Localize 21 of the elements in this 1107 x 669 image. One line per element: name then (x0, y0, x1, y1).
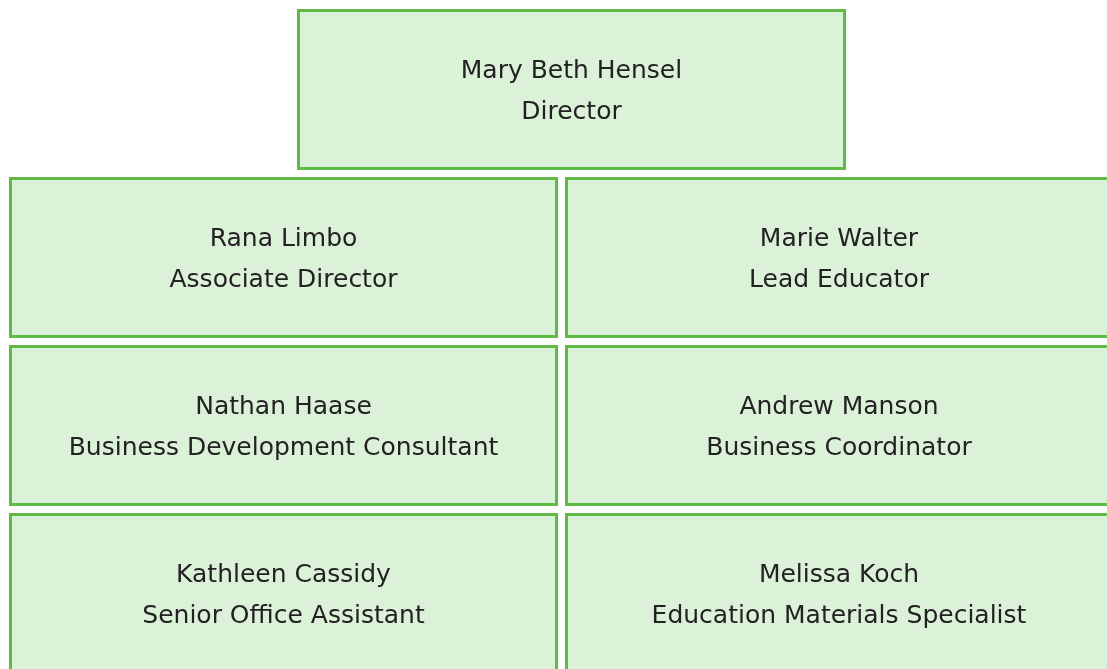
person-name: Mary Beth Hensel (460, 53, 683, 86)
org-chart-box (297, 9, 846, 170)
job-title: Business Development Consultant (68, 430, 499, 463)
person-name: Andrew Manson (739, 389, 939, 422)
person-name: Kathleen Cassidy (176, 557, 391, 590)
job-title: Senior Office Assistant (142, 598, 425, 631)
org-chart-box (9, 345, 558, 506)
org-chart-box (565, 345, 1107, 506)
person-name: Marie Walter (759, 221, 919, 254)
job-title: Associate Director (169, 262, 398, 295)
org-chart-box (9, 513, 558, 669)
person-name: Rana Limbo (209, 221, 358, 254)
job-title: Director (521, 94, 622, 127)
job-title: Education Materials Specialist (651, 598, 1027, 631)
person-name: Melissa Koch (758, 557, 920, 590)
job-title: Lead Educator (749, 262, 929, 295)
org-chart-box (565, 177, 1107, 338)
job-title: Business Coordinator (706, 430, 972, 463)
org-chart-box (9, 177, 558, 338)
org-chart-box (565, 513, 1107, 669)
person-name: Nathan Haase (195, 389, 372, 422)
